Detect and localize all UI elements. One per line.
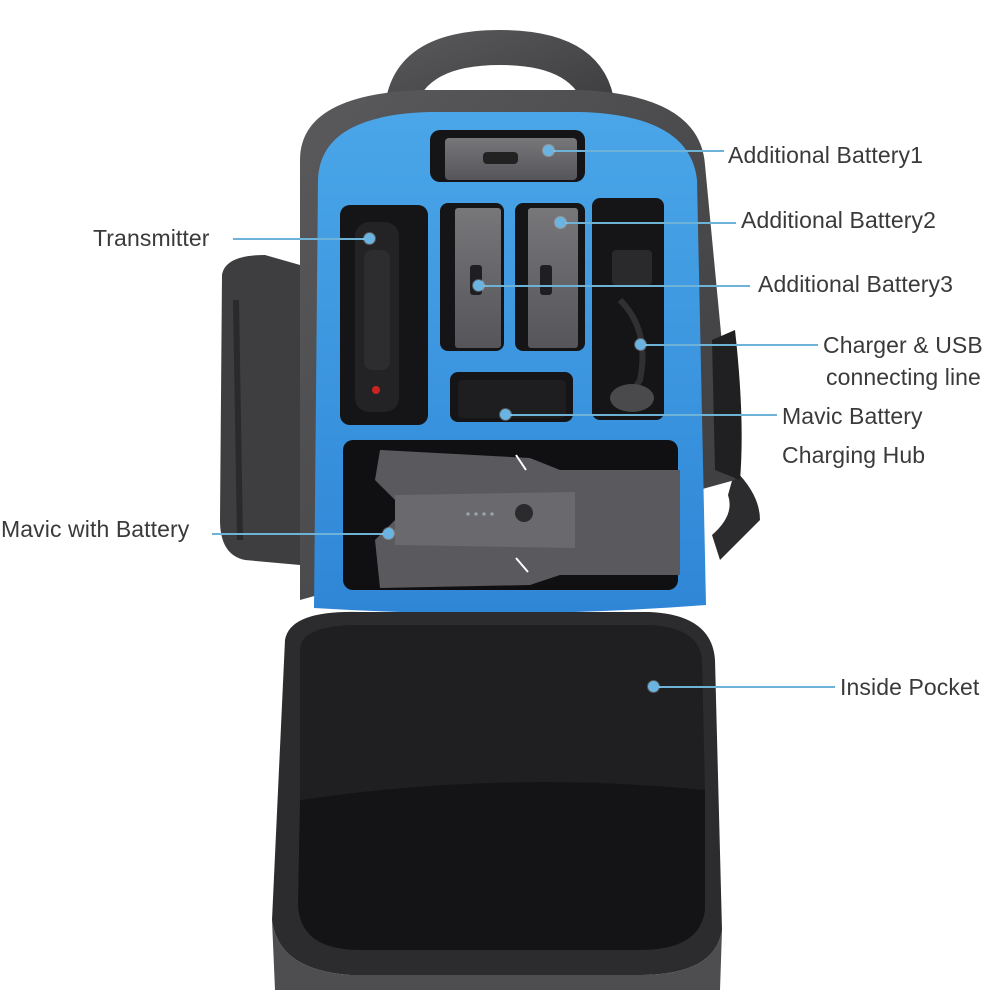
label-charging-hub-line2: Charging Hub bbox=[782, 442, 926, 468]
label-charger-usb-line1: Charger & USB bbox=[823, 332, 983, 358]
label-transmitter: Transmitter bbox=[93, 225, 210, 251]
leader-line-additional-battery-3 bbox=[478, 285, 750, 287]
handle bbox=[385, 30, 615, 110]
leader-line-mavic-with-battery bbox=[212, 533, 388, 535]
callout-dot-inside-pocket bbox=[648, 681, 659, 692]
callout-dot-charging-hub bbox=[500, 409, 511, 420]
label-charger-usb-line2: connecting line bbox=[826, 364, 981, 390]
callout-dot-mavic-with-battery bbox=[383, 528, 394, 539]
callout-dot-transmitter bbox=[364, 233, 375, 244]
leader-line-transmitter bbox=[233, 238, 369, 240]
label-additional-battery-1: Additional Battery1 bbox=[728, 142, 923, 168]
label-additional-battery-3: Additional Battery3 bbox=[758, 271, 953, 297]
label-mavic-with-battery: Mavic with Battery bbox=[1, 516, 190, 542]
callout-dot-charger-usb bbox=[635, 339, 646, 350]
leader-line-charger-usb bbox=[640, 344, 818, 346]
side-pocket bbox=[220, 255, 300, 565]
leader-line-additional-battery-2 bbox=[560, 222, 736, 224]
callout-dot-additional-battery-1 bbox=[543, 145, 554, 156]
callout-dot-additional-battery-2 bbox=[555, 217, 566, 228]
label-charging-hub-line1: Mavic Battery bbox=[782, 403, 923, 429]
leader-line-charging-hub bbox=[505, 414, 777, 416]
leader-line-additional-battery-1 bbox=[548, 150, 724, 152]
leader-line-inside-pocket bbox=[653, 686, 835, 688]
label-inside-pocket: Inside Pocket bbox=[840, 674, 980, 700]
label-additional-battery-2: Additional Battery2 bbox=[741, 207, 936, 233]
callout-dot-additional-battery-3 bbox=[473, 280, 484, 291]
